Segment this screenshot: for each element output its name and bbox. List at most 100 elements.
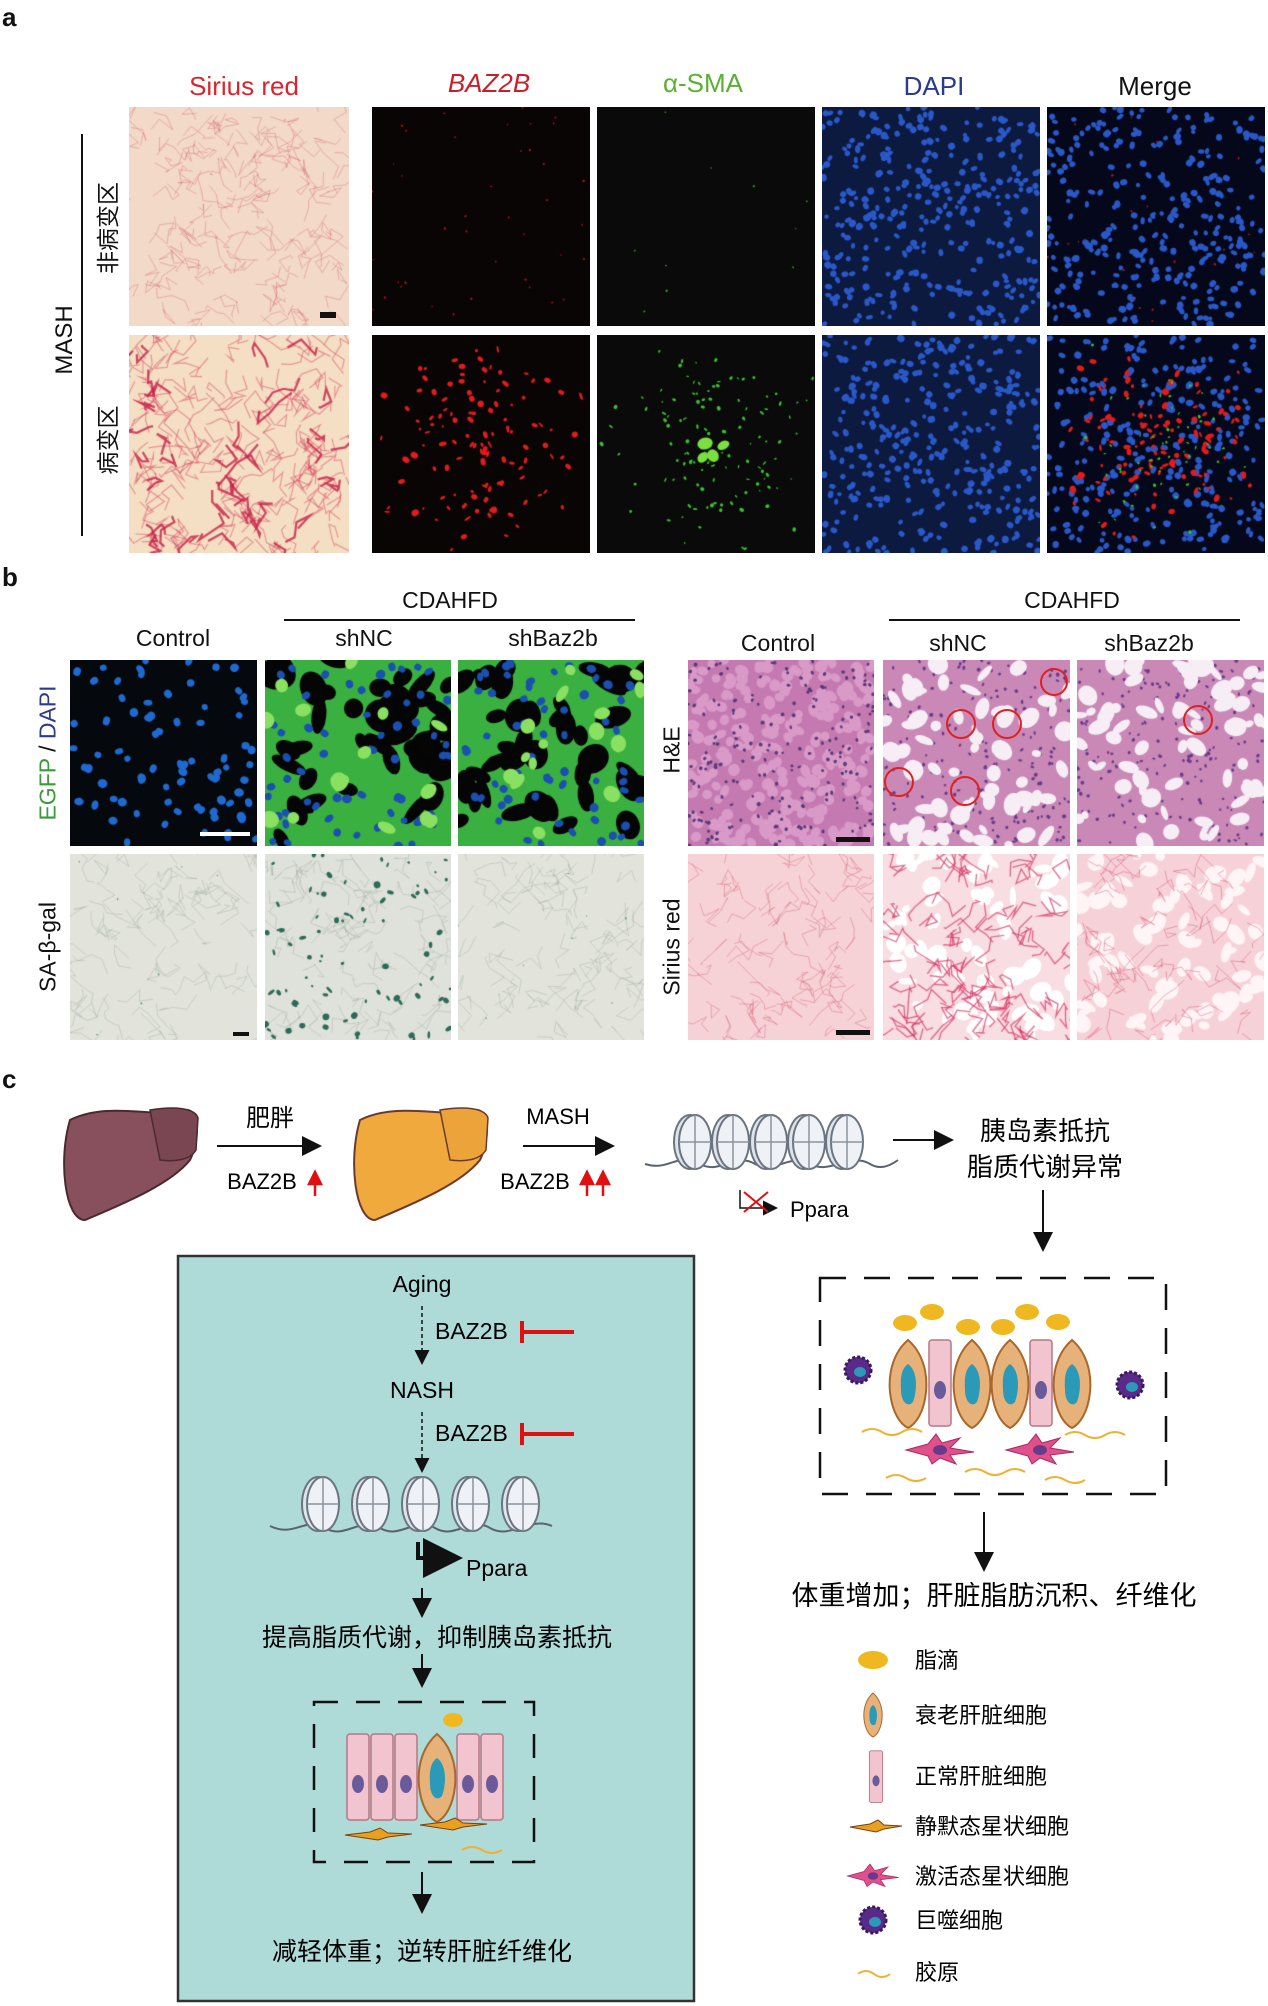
legend-activated-stellate: 激活态星状细胞 [915, 1865, 1069, 1890]
slash-text: / [34, 739, 61, 759]
legend-senescent-cell-icon [863, 1692, 883, 1738]
legend-collagen: 胶原 [915, 1961, 959, 1986]
legend-quiescent-stellate-icon [849, 1819, 903, 1833]
legend-macrophage-icon [858, 1905, 888, 1935]
nucleosome-icon [644, 1114, 899, 1170]
image-a-sirius-lesion [129, 335, 349, 553]
image-b-sagal-shbaz2b [458, 854, 644, 1040]
image-b-sagal-shnc [265, 854, 451, 1040]
legend-quiescent-stellate: 静默态星状细胞 [915, 1815, 1069, 1840]
mash-label: MASH [526, 1104, 590, 1129]
col-label-control-left: Control [135, 625, 211, 651]
image-a-dapi-lesion [822, 335, 1040, 553]
scale-bar [320, 312, 336, 318]
highlight-circles-shnc [884, 668, 1068, 806]
nucleosome-icon [269, 1476, 553, 1533]
scale-bar [836, 837, 870, 842]
image-b-he-shbaz2b [1077, 660, 1264, 846]
panel-c-label: c [2, 1064, 17, 1094]
row-label-sirius-red: Sirius red [658, 898, 685, 996]
col-label-shbaz2b-left: shBaz2b [508, 625, 598, 651]
aging-label: Aging [393, 1271, 452, 1297]
col-header-baz2b: BAZ2B [447, 68, 531, 98]
baz2b-inhibit-label-2: BAZ2B [435, 1420, 508, 1446]
lipid-metabolism-label: 脂质代谢异常 [967, 1153, 1123, 1183]
scale-bar [836, 1030, 870, 1035]
dapi-text: DAPI [34, 685, 61, 740]
image-a-sirius-nonlesion [129, 107, 349, 326]
col-header-dapi: DAPI [903, 71, 965, 101]
col-header-asma: α-SMA [662, 68, 744, 98]
cdahfd-line-left [284, 619, 635, 621]
col-label-control-right: Control [740, 630, 816, 656]
image-b-sirius-shbaz2b [1077, 854, 1264, 1040]
egfp-text: EGFP [34, 758, 61, 821]
nash-label: NASH [390, 1377, 454, 1403]
inhibit-icon [520, 1423, 574, 1445]
image-b-egfp-shbaz2b [458, 660, 644, 846]
panel-a-label: a [2, 2, 17, 32]
image-b-sirius-control [688, 854, 874, 1040]
highlight-circles-shbaz2b [1183, 705, 1213, 735]
mash-label: MASH [51, 305, 78, 375]
legend-senescent-hepatocyte: 衰老肝脏细胞 [915, 1704, 1047, 1729]
image-b-sirius-shnc [883, 854, 1070, 1040]
image-b-egfp-control [70, 660, 257, 846]
image-a-merge-nonlesion [1047, 107, 1265, 326]
scale-bar [200, 832, 250, 836]
image-a-merge-lesion [1047, 335, 1265, 553]
double-up-arrow-icon [578, 1169, 612, 1196]
col-label-shnc-left: shNC [335, 625, 393, 651]
therapy-result-label: 减轻体重；逆转肝脏纤维化 [272, 1937, 572, 1966]
col-label-shbaz2b-right: shBaz2b [1104, 630, 1194, 656]
col-label-shnc-right: shNC [929, 630, 987, 656]
therapy-box [176, 1254, 696, 2003]
legend-macrophage: 巨噬细胞 [915, 1909, 1003, 1934]
image-a-asma-nonlesion [597, 107, 815, 326]
ppara-label-box: Ppara [466, 1555, 528, 1581]
legend-collagen-icon [857, 1970, 891, 1978]
mash-bracket-line [81, 134, 83, 536]
baz2b-up-label: BAZ2B [227, 1169, 297, 1194]
disease-cell-box [818, 1276, 1168, 1496]
lipid-droplets [893, 1304, 1070, 1335]
row-label-lesion: 病变区 [96, 405, 122, 475]
image-a-baz2b-lesion [372, 335, 590, 553]
cross-icon [743, 1191, 769, 1213]
image-a-asma-lesion [597, 335, 815, 553]
image-b-he-control [688, 660, 874, 846]
image-b-sagal-control [70, 854, 257, 1040]
effect-label: 提高脂质代谢，抑制胰岛素抵抗 [262, 1623, 612, 1652]
image-a-dapi-nonlesion [822, 107, 1040, 326]
col-header-merge: Merge [1118, 71, 1192, 101]
col-header-sirius-red: Sirius red [189, 71, 299, 101]
row-label-non-lesion: 非病变区 [96, 182, 122, 274]
baz2b-double-up-label: BAZ2B [500, 1169, 570, 1194]
cdahfd-line-right [889, 619, 1240, 621]
image-b-egfp-shnc [265, 660, 451, 846]
legend-activated-stellate-icon [847, 1863, 899, 1887]
legend-lipid-droplet: 脂滴 [915, 1649, 959, 1674]
legend-lipid-droplet-icon [858, 1651, 888, 1669]
legend-normal-hepatocyte: 正常肝脏细胞 [915, 1765, 1047, 1790]
baz2b-inhibit-label-1: BAZ2B [435, 1318, 508, 1344]
transcription-arrow [416, 1538, 463, 1578]
cdahfd-label-left: CDAHFD [402, 587, 498, 613]
legend-normal-cell-icon [868, 1750, 884, 1803]
row-label-he: H&E [658, 726, 685, 774]
row-label-egfp-dapi: EGFP / DAPI [35, 685, 62, 820]
disease-result-label: 体重增加；肝脏脂肪沉积、纤维化 [792, 1581, 1197, 1612]
ppara-label-top: Ppara [790, 1197, 849, 1222]
cdahfd-label-right: CDAHFD [1024, 587, 1120, 613]
insulin-resistance-label: 胰岛素抵抗 [980, 1117, 1110, 1147]
mechanism-diagram: 肥胖 BAZ2B MASH BAZ2B Ppara 胰岛素抵抗 脂质代谢异常 体… [63, 1104, 1197, 2003]
image-a-baz2b-nonlesion [372, 107, 590, 326]
inhibit-icon [520, 1321, 574, 1343]
obesity-label: 肥胖 [246, 1104, 294, 1132]
up-arrow-icon [306, 1169, 324, 1196]
scale-bar [233, 1032, 249, 1036]
recovered-cell-box [312, 1700, 536, 1864]
panel-b-label: b [2, 562, 18, 592]
row-label-sa-beta-gal: SA-β-gal [34, 902, 61, 992]
image-b-he-shnc [883, 660, 1070, 846]
